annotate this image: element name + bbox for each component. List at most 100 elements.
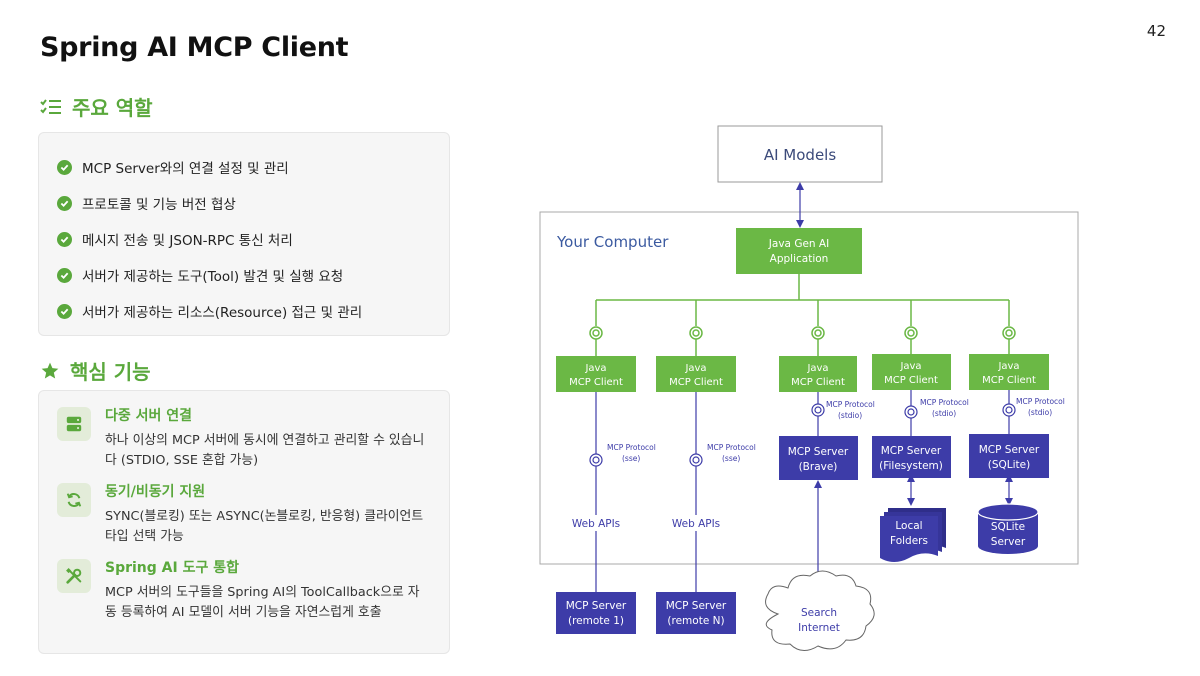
mcp-server-filesystem: MCP Server (Filesystem): [872, 436, 951, 478]
mcp-server-remote-n: MCP Server (remote N): [656, 592, 736, 634]
roles-card: MCP Server와의 연결 설정 및 관리 프로토콜 및 기능 버전 협상 …: [38, 132, 450, 336]
server-label: (Brave): [799, 461, 838, 473]
sync-icon: [57, 483, 91, 517]
protocol-label: (stdio): [932, 409, 956, 418]
feature-item: 동기/비동기 지원 SYNC(블로킹) 또는 ASYNC(논블로킹, 반응형) …: [57, 481, 431, 547]
internet-label: Internet: [798, 622, 840, 634]
server-label: MCP Server: [788, 446, 849, 458]
server-label: MCP Server: [979, 444, 1040, 456]
role-item: 메시지 전송 및 JSON-RPC 통신 처리: [57, 221, 431, 257]
role-text: MCP Server와의 연결 설정 및 관리: [82, 161, 289, 177]
feature-title: 다중 서버 연결: [105, 408, 193, 424]
web-apis-label: Web APIs: [572, 518, 620, 530]
server-label: (SQLite): [988, 459, 1030, 471]
check-circle-icon: [57, 267, 72, 283]
client-label: Java: [899, 361, 921, 372]
internet-label: Search: [801, 607, 837, 619]
feature-item: Spring AI 도구 통합 MCP 서버의 도구들을 Spring AI의 …: [57, 557, 431, 623]
server-label: (remote 1): [568, 615, 624, 627]
slide-title: Spring AI MCP Client: [40, 32, 349, 63]
role-text: 메시지 전송 및 JSON-RPC 통신 처리: [82, 233, 293, 249]
server-icon: [57, 407, 91, 441]
web-apis-label: Web APIs: [672, 518, 720, 530]
local-folders-label: Folders: [890, 535, 928, 547]
feature-title: Spring AI 도구 통합: [105, 560, 239, 576]
features-heading: 핵심 기능: [40, 356, 151, 385]
tools-icon: [57, 559, 91, 593]
server-label: (remote N): [667, 615, 724, 627]
client-label: Java: [584, 363, 606, 374]
client-label: Java: [806, 363, 828, 374]
role-item: 서버가 제공하는 도구(Tool) 발견 및 실행 요청: [57, 257, 431, 293]
web-apis-bg: [568, 515, 624, 531]
your-computer-frame: [539, 211, 1079, 565]
client-label: MCP Client: [791, 377, 845, 388]
database-icon: SQLite Server: [977, 503, 1039, 554]
feature-desc: 하나 이상의 MCP 서버에 동시에 연결하고 관리할 수 있습니다 (STDI…: [105, 433, 425, 468]
feature-title: 동기/비동기 지원: [105, 484, 206, 500]
client-label: MCP Client: [569, 377, 623, 388]
check-circle-icon: [57, 303, 72, 319]
ai-models-box: [717, 125, 883, 183]
sqlite-db-label: SQLite: [991, 521, 1025, 533]
protocol-label: (stdio): [838, 411, 862, 420]
checklist-icon: [40, 98, 62, 116]
roles-heading-label: 주요 역할: [72, 96, 153, 120]
protocol-lines: [589, 390, 1016, 592]
protocol-label: MCP Protocol: [826, 400, 875, 409]
mcp-client-5: Java MCP Client: [969, 354, 1049, 390]
mcp-client-2: Java MCP Client: [656, 356, 736, 392]
server-label: MCP Server: [566, 600, 627, 612]
protocol-label: MCP Protocol: [920, 398, 969, 407]
client-label: MCP Client: [669, 377, 723, 388]
your-computer-label: Your Computer: [556, 233, 669, 251]
role-item: 서버가 제공하는 리소스(Resource) 접근 및 관리: [57, 293, 431, 329]
mcp-client-3: Java MCP Client: [779, 356, 857, 392]
ai-models-label: AI Models: [764, 146, 836, 164]
protocol-label: MCP Protocol: [607, 443, 656, 452]
local-folders-icon: Local Folders: [880, 508, 946, 562]
feature-desc: MCP 서버의 도구들을 Spring AI의 ToolCallback으로 자…: [105, 585, 420, 620]
server-label: (Filesystem): [879, 460, 943, 472]
protocol-label: (sse): [722, 454, 740, 463]
features-heading-label: 핵심 기능: [70, 360, 151, 384]
role-text: 서버가 제공하는 도구(Tool) 발견 및 실행 요청: [82, 269, 344, 285]
role-item: 프로토콜 및 기능 버전 협상: [57, 185, 431, 221]
protocol-label: MCP Protocol: [1016, 397, 1065, 406]
protocol-label: (sse): [622, 454, 640, 463]
roles-heading: 주요 역할: [40, 92, 153, 121]
local-folders-label: Local: [895, 520, 922, 532]
mcp-client-1: Java MCP Client: [556, 356, 636, 392]
mcp-client-4: Java MCP Client: [872, 354, 951, 390]
protocol-label: (stdio): [1028, 408, 1052, 417]
role-text: 서버가 제공하는 리소스(Resource) 접근 및 관리: [82, 305, 363, 321]
web-apis-bg: [668, 515, 724, 531]
app-label-line1: Java Gen AI: [768, 238, 829, 250]
client-label: MCP Client: [982, 375, 1036, 386]
app-label-line2: Application: [770, 253, 829, 265]
cloud-icon: Search Internet: [765, 570, 875, 651]
server-label: MCP Server: [666, 600, 727, 612]
app-box: [736, 228, 862, 274]
features-card: 다중 서버 연결 하나 이상의 MCP 서버에 동시에 연결하고 관리할 수 있…: [38, 390, 450, 654]
star-icon: [40, 361, 60, 381]
role-item: MCP Server와의 연결 설정 및 관리: [57, 149, 431, 185]
feature-desc: SYNC(블로킹) 또는 ASYNC(논블로킹, 반응형) 클라이언트 타입 선…: [105, 509, 424, 544]
role-text: 프로토콜 및 기능 버전 협상: [82, 197, 236, 213]
mcp-server-sqlite: MCP Server (SQLite): [969, 434, 1049, 478]
mcp-server-remote-1: MCP Server (remote 1): [556, 592, 636, 634]
check-circle-icon: [57, 195, 72, 211]
client-label: MCP Client: [884, 375, 938, 386]
client-connectors: [589, 274, 1016, 356]
feature-item: 다중 서버 연결 하나 이상의 MCP 서버에 동시에 연결하고 관리할 수 있…: [57, 405, 431, 471]
protocol-label: MCP Protocol: [707, 443, 756, 452]
page-number: 42: [1146, 22, 1166, 40]
mcp-server-brave: MCP Server (Brave): [779, 436, 858, 480]
client-label: Java: [997, 361, 1019, 372]
server-label: MCP Server: [881, 445, 942, 457]
check-circle-icon: [57, 231, 72, 247]
client-label: Java: [684, 363, 706, 374]
check-circle-icon: [57, 159, 72, 175]
sqlite-db-label: Server: [991, 536, 1026, 548]
